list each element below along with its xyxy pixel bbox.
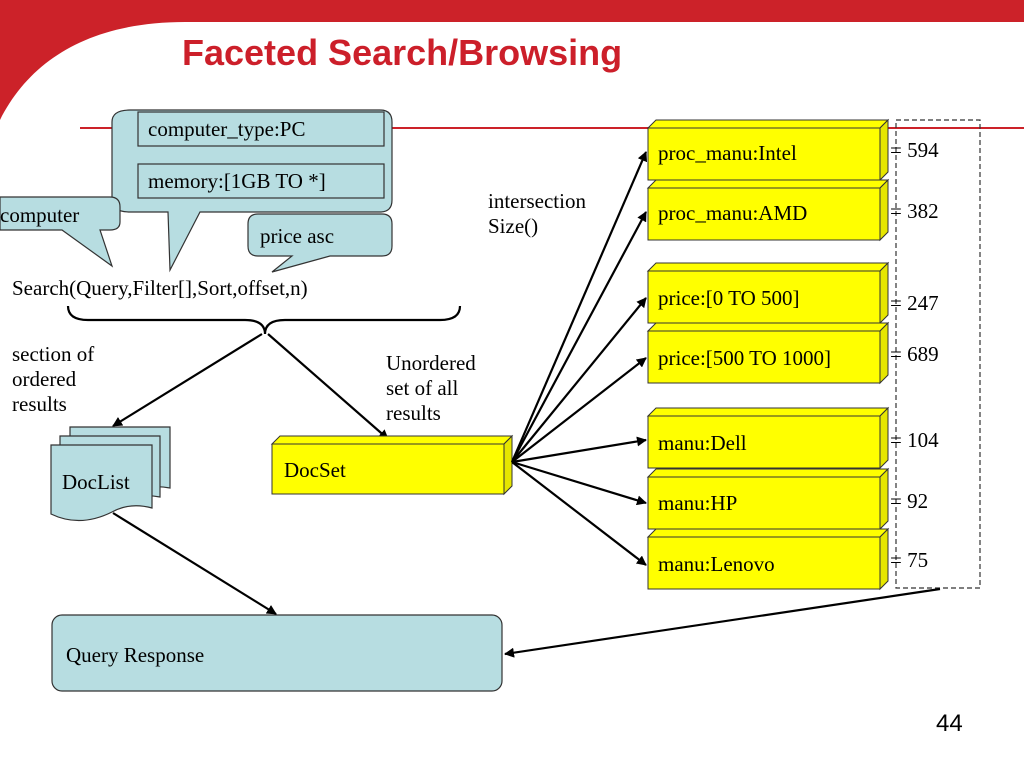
filter-2-box [137,163,385,199]
doclist-label: DocList [62,470,130,494]
facet-count-hp: = 92 [890,489,929,513]
facet-label-intel: proc_manu:Intel [658,141,797,165]
counts-dashed-box [895,119,981,589]
slide-title: Faceted Search/Browsing [182,32,623,73]
facet-box-lenovo-shape [646,527,890,591]
arrow-brace-to-docset [267,333,389,440]
query-label: computer [0,203,80,227]
intersection-arrows [510,151,648,566]
docset-shape [270,434,514,496]
facet-label-price-500-1000: price:[500 TO 1000] [658,346,832,370]
facet-label-dell: manu:Dell [658,431,747,455]
filter-2-label: memory:[1GB TO *] [148,169,326,193]
page-number: 44 [936,710,963,737]
query-callout-shape [0,196,121,268]
search-brace [66,305,462,335]
facet-box-price-500-1000-shape [646,321,890,385]
filter-1-label: computer_type:PC [148,117,306,141]
facet-label-lenovo: manu:Lenovo [658,552,775,576]
facet-box-hp-shape [646,467,890,531]
filter-1-box [137,111,385,147]
sort-label: price asc [260,224,335,248]
facet-count-price-0-500: = 247 [890,291,939,315]
unordered-set-label: Unordered set of all results [386,351,476,425]
docset-label: DocSet [284,458,346,482]
facet-label-amd: proc_manu:AMD [658,201,808,225]
query-response-shape [51,614,503,692]
search-call-text: Search(Query,Filter[],Sort,offset,n) [12,276,308,300]
query-response-label: Query Response [66,643,205,667]
facet-count-lenovo: = 75 [890,548,929,572]
facet-label-price-0-500: price:[0 TO 500] [658,286,800,310]
sort-callout-shape [247,213,393,273]
facet-count-amd: = 382 [890,199,939,223]
facet-box-amd-shape [646,178,890,242]
doclist-shape [50,426,171,522]
facet-count-dell: = 104 [890,428,939,452]
arrow-brace-to-doclist [112,333,263,427]
ordered-section-label: section of ordered results [12,342,95,416]
arrow-counts-to-response [504,587,941,658]
facet-label-hp: manu:HP [658,491,738,515]
header-red-band [0,0,1024,120]
facet-box-dell-shape [646,406,890,470]
facet-box-price-0-500-shape [646,261,890,325]
arrow-doclist-to-response [112,512,277,615]
facet-count-intel: = 594 [890,138,939,162]
facet-count-price-500-1000: = 689 [890,342,939,366]
intersection-label: intersection Size() [488,189,586,238]
